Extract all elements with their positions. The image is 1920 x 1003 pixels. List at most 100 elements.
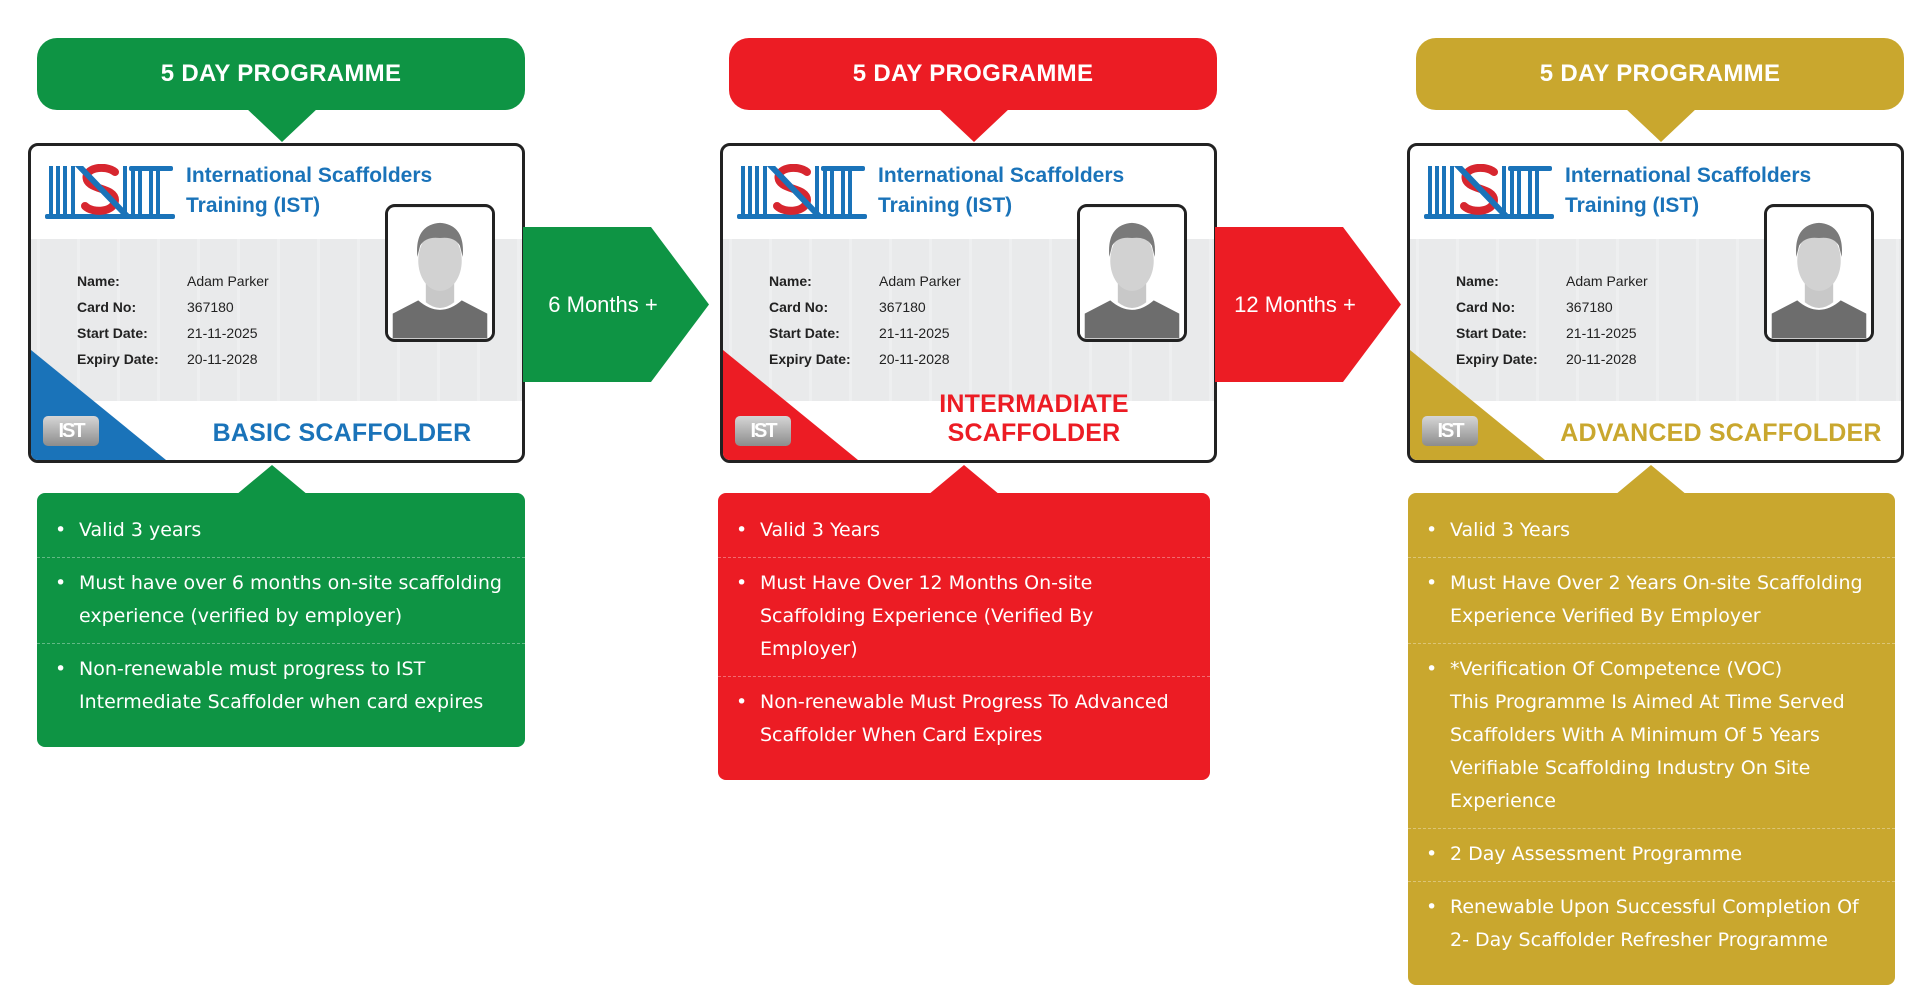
bullet-icon: • (1426, 658, 1438, 680)
ist-logo-icon (45, 164, 175, 219)
requirement-text: Valid 3 Years (760, 519, 881, 541)
field-label: Start Date: (769, 325, 840, 341)
bullet-icon: • (1426, 843, 1438, 865)
photo-placeholder (385, 204, 495, 342)
field-value: 367180 (187, 299, 234, 315)
level-title: ADVANCED SCAFFOLDER (1560, 419, 1882, 447)
level-title: INTERMADIATE SCAFFOLDER (939, 390, 1129, 447)
field-name: Name: Adam Parker (1456, 268, 1648, 294)
requirement-item: • Must Have Over 2 Years On-site Scaffold… (1408, 558, 1895, 644)
arrow-right-icon (523, 227, 709, 382)
field-value: Adam Parker (1566, 273, 1648, 289)
org-name-line1: International Scaffolders (1565, 164, 1812, 187)
field-expiry-date: Expiry Date: 20-11-2028 (1456, 346, 1648, 372)
programme-banner-label: 5 DAY PROGRAMME (160, 60, 402, 87)
field-value: 21-11-2025 (1566, 325, 1637, 341)
id-card: International Scaffolders Training (IST)… (720, 143, 1217, 463)
field-value: 20-11-2028 (1566, 351, 1637, 367)
requirement-item: •Valid 3 Years (1408, 505, 1895, 558)
banner-pointer (246, 108, 318, 142)
field-start-date: Start Date: 21-11-2025 (1456, 320, 1648, 346)
requirement-text: Valid 3 years (79, 519, 202, 541)
bullet-icon: • (55, 572, 67, 594)
field-start-date: Start Date: 21-11-2025 (77, 320, 269, 346)
banner-pointer (938, 108, 1010, 142)
field-expiry-date: Expiry Date: 20-11-2028 (769, 346, 961, 372)
bullet-icon: • (1426, 896, 1438, 918)
field-value: Adam Parker (187, 273, 269, 289)
field-start-date: Start Date: 21-11-2025 (769, 320, 961, 346)
ist-logo-icon (1424, 164, 1554, 219)
field-value: 20-11-2028 (187, 351, 258, 367)
org-name-line1: International Scaffolders (186, 164, 433, 187)
id-card: International Scaffolders Training (IST)… (1407, 143, 1904, 463)
programme-banner: 5 DAY PROGRAMME (1416, 38, 1904, 110)
ist-badge-icon: IST (43, 416, 99, 446)
requirement-text: *Verification Of Competence (VOC) This P… (1450, 658, 1845, 812)
field-name: Name: Adam Parker (77, 268, 269, 294)
field-label: Name: (769, 273, 812, 289)
field-label: Start Date: (77, 325, 148, 341)
field-card-no: Card No: 367180 (1456, 294, 1648, 320)
field-label: Expiry Date: (77, 351, 159, 367)
requirements-box: •Valid 3 Years•Must Have Over 12 Months … (718, 493, 1210, 780)
field-label: Name: (1456, 273, 1499, 289)
field-card-no: Card No: 367180 (769, 294, 961, 320)
requirement-text: Non-renewable must progress to IST Inter… (79, 658, 484, 713)
field-label: Expiry Date: (769, 351, 851, 367)
requirement-text: 2 Day Assessment Programme (1450, 843, 1743, 865)
photo-placeholder (1764, 204, 1874, 342)
org-name-line2: Training (IST) (186, 194, 321, 217)
arrow-label: 12 Months + (1234, 291, 1356, 317)
photo-placeholder (1077, 204, 1187, 342)
field-value: 367180 (879, 299, 926, 315)
requirement-text: Must have over 6 months on-site scaffold… (79, 572, 502, 627)
programme-banner-label: 5 DAY PROGRAMME (1539, 60, 1781, 87)
field-label: Card No: (77, 299, 137, 315)
programme-banner-label: 5 DAY PROGRAMME (852, 60, 1094, 87)
requirement-text: Valid 3 Years (1450, 519, 1571, 541)
field-value: 20-11-2028 (879, 351, 950, 367)
card-fields: Name: Adam Parker Card No: 367180 Start … (769, 268, 961, 372)
level-column-basic: 5 DAY PROGRAMME (26, 0, 526, 1003)
requirement-item: •Non-renewable Must Progress To Advanced… (718, 677, 1210, 762)
info-pointer (236, 465, 308, 495)
person-silhouette-icon (388, 207, 492, 339)
requirement-item: •Renewable Upon Successful Completion Of… (1408, 882, 1895, 967)
org-name: International Scaffolders Training (IST) (186, 161, 432, 221)
ist-badge-icon: IST (735, 416, 791, 446)
field-expiry-date: Expiry Date: 20-11-2028 (77, 346, 269, 372)
progression-arrow-12-months: 12 Months + (1215, 227, 1401, 382)
person-silhouette-icon (1767, 207, 1871, 339)
requirement-item: • 2 Day Assessment Programme (1408, 829, 1895, 882)
progression-arrow-6-months: 6 Months + (523, 227, 709, 382)
requirement-item: • Must have over 6 months on-site scaffol… (37, 558, 525, 644)
bullet-icon: • (55, 519, 67, 541)
card-fields: Name: Adam Parker Card No: 367180 Start … (77, 268, 269, 372)
info-pointer (928, 465, 1000, 495)
bullet-icon: • (1426, 572, 1438, 594)
bullet-icon: • (736, 572, 748, 594)
level-title: BASIC SCAFFOLDER (212, 419, 472, 447)
field-value: 21-11-2025 (187, 325, 258, 341)
requirements-box: • Valid 3 years • Must have over 6 months o… (37, 493, 525, 747)
arrow-body (523, 227, 709, 382)
programme-banner: 5 DAY PROGRAMME (729, 38, 1217, 110)
field-name: Name: Adam Parker (769, 268, 961, 294)
org-name: International Scaffolders Training (IST) (878, 161, 1124, 221)
info-pointer (1615, 465, 1687, 495)
id-card: International Scaffolders Training (IST)… (28, 143, 525, 463)
field-card-no: Card No: 367180 (77, 294, 269, 320)
field-label: Card No: (769, 299, 829, 315)
arrow-right-icon (1215, 227, 1401, 382)
field-label: Start Date: (1456, 325, 1527, 341)
org-name-line2: Training (IST) (878, 194, 1013, 217)
field-value: 367180 (1566, 299, 1613, 315)
requirements-box: •Valid 3 Years•Must Have Over 2 Years On… (1408, 493, 1895, 985)
banner-pointer (1625, 108, 1697, 142)
bullet-icon: • (55, 658, 67, 680)
programme-banner: 5 DAY PROGRAMME (37, 38, 525, 110)
requirement-text: Must Have Over 2 Years On-site Scaffoldi… (1450, 572, 1863, 627)
requirement-item: • *Verification Of Competence (VOC) This … (1408, 644, 1895, 829)
field-value: Adam Parker (879, 273, 961, 289)
